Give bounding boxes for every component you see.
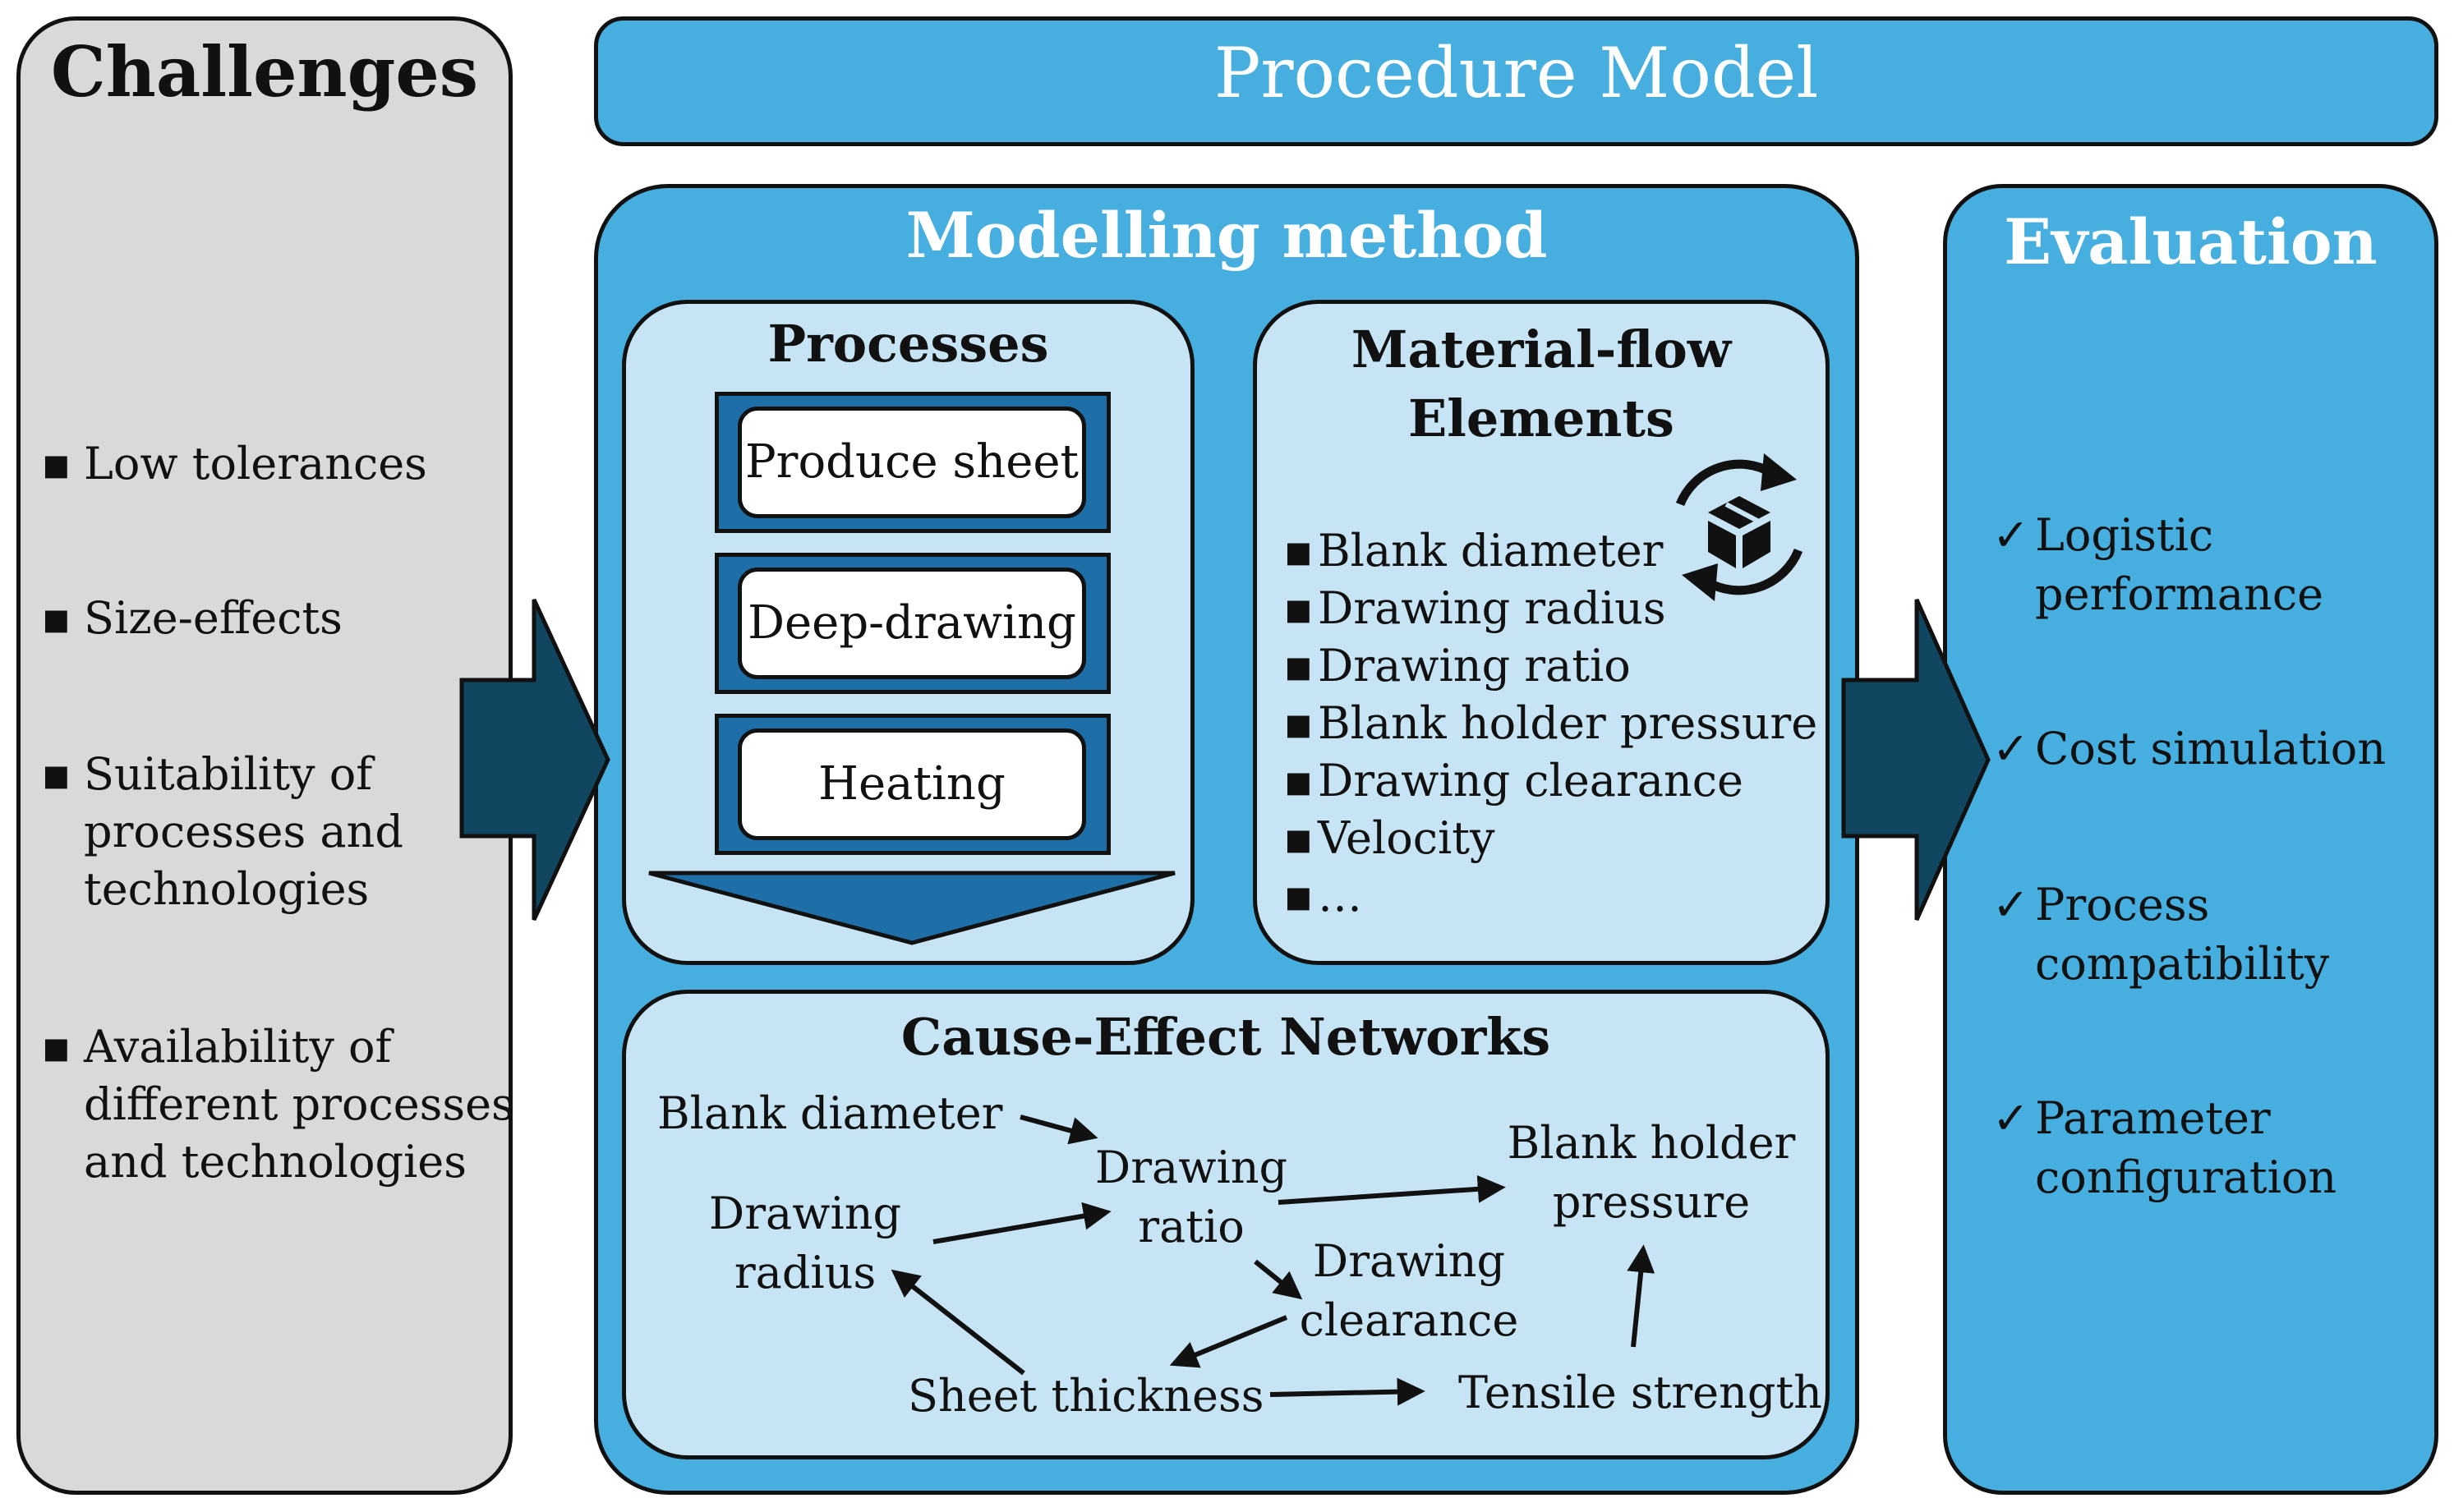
cause-effect-title: Cause-Effect Networks <box>900 1007 1551 1067</box>
node-drawing-radius: Drawing radius <box>708 1188 902 1298</box>
check-icon: ✓ <box>1992 509 2030 561</box>
evaluation-title: Evaluation <box>2004 205 2378 278</box>
arrow-thickness-to-radius <box>891 1269 1025 1376</box>
cause-effect-arrows <box>891 1114 1655 1406</box>
evaluation-panel <box>1943 184 2438 1495</box>
material-flow-item: ▪Drawing ratio <box>1283 640 1631 692</box>
arrow-tensile-to-holder <box>1627 1244 1655 1348</box>
challenges-panel <box>16 16 513 1495</box>
check-icon: ✓ <box>1992 1092 2030 1144</box>
node-sheet-thickness: Sheet thickness <box>908 1370 1264 1422</box>
process-sequence-chevron <box>648 871 1176 945</box>
arrow-clearance-to-thickness <box>1169 1315 1288 1368</box>
procedure-model-title: Procedure Model <box>1213 33 1819 113</box>
arrow-radius-to-ratio <box>932 1202 1112 1244</box>
arrow-ratio-to-holder <box>1278 1174 1506 1205</box>
check-icon: ✓ <box>1992 723 2030 774</box>
material-flow-item: ▪Drawing radius <box>1283 582 1666 634</box>
material-flow-panel <box>1253 300 1830 965</box>
flow-arrow-right <box>1841 598 1991 921</box>
procedure-model-banner <box>594 16 2438 146</box>
arrow-ratio-to-clearance <box>1254 1259 1303 1300</box>
material-flow-item: ▪Blank diameter <box>1283 525 1664 577</box>
node-blank-diameter: Blank diameter <box>657 1087 1003 1139</box>
arrow-blank-diameter-to-ratio <box>1020 1114 1098 1145</box>
process-step: Deep-drawing <box>738 568 1086 679</box>
arrow-thickness-to-tensile <box>1269 1377 1425 1406</box>
node-tensile-strength: Tensile strength <box>1458 1367 1822 1418</box>
check-icon: ✓ <box>1992 879 2030 931</box>
process-step: Produce sheet <box>738 407 1086 518</box>
processes-title: Processes <box>767 314 1049 374</box>
material-flow-item: ▪Blank holder pressure <box>1283 697 1818 749</box>
material-flow-item: ▪… <box>1283 870 1362 921</box>
cause-effect-panel <box>622 990 1830 1459</box>
box-recycle-icon <box>1675 453 1803 601</box>
node-drawing-ratio: Drawing ratio <box>1094 1142 1288 1252</box>
modelling-method-title: Modelling method <box>905 199 1548 272</box>
node-blank-holder-pressure: Blank holder pressure <box>1507 1117 1796 1228</box>
node-drawing-clearance: Drawing clearance <box>1299 1235 1519 1346</box>
material-flow-title: Material-flow Elements <box>1351 319 1732 448</box>
flow-arrow-left <box>459 598 610 921</box>
process-step: Heating <box>738 728 1086 840</box>
material-flow-item: ▪Velocity <box>1283 812 1495 864</box>
challenges-title: Challenges <box>50 31 479 113</box>
material-flow-item: ▪Drawing clearance <box>1283 755 1743 807</box>
